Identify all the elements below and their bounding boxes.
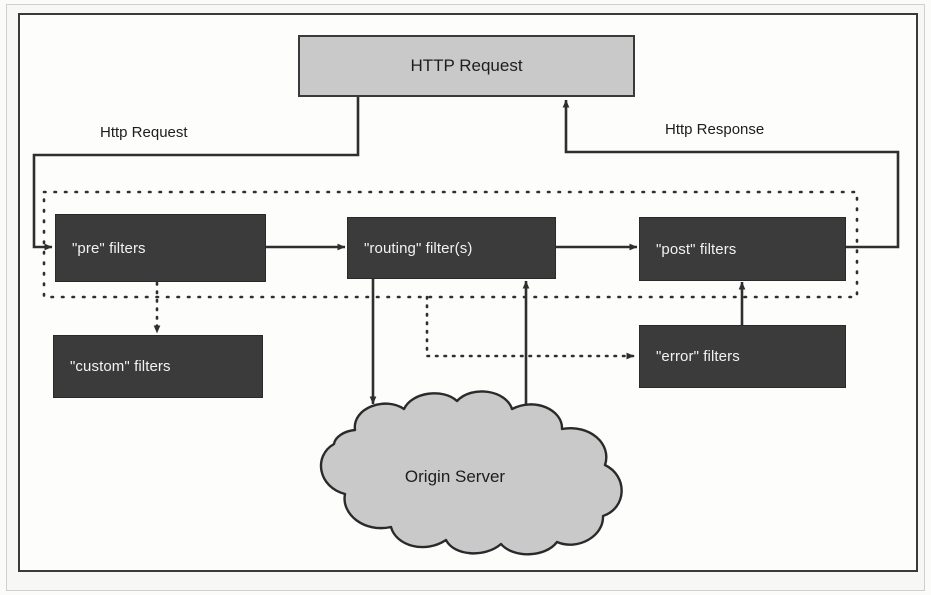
filter-boundary-dotted-outline xyxy=(42,190,859,299)
node-custom-filters[interactable]: "custom" filters xyxy=(53,335,263,398)
node-routing-filters[interactable]: "routing" filter(s) xyxy=(347,217,556,279)
node-error-filters[interactable]: "error" filters xyxy=(639,325,846,388)
edge-label-http-request: Http Request xyxy=(100,124,188,141)
node-pre-filters[interactable]: "pre" filters xyxy=(55,214,266,282)
node-post-filters[interactable]: "post" filters xyxy=(639,217,846,281)
edge-label-http-response: Http Response xyxy=(665,121,765,138)
edge-boundary-to-error xyxy=(425,295,636,360)
origin-server-cloud-shape xyxy=(319,390,623,556)
edge-post-to-http-request xyxy=(562,99,900,249)
node-origin-server-label[interactable]: Origin Server xyxy=(404,467,506,486)
node-http-request[interactable]: HTTP Request xyxy=(298,35,635,97)
edge-http-request-to-pre xyxy=(32,97,360,251)
